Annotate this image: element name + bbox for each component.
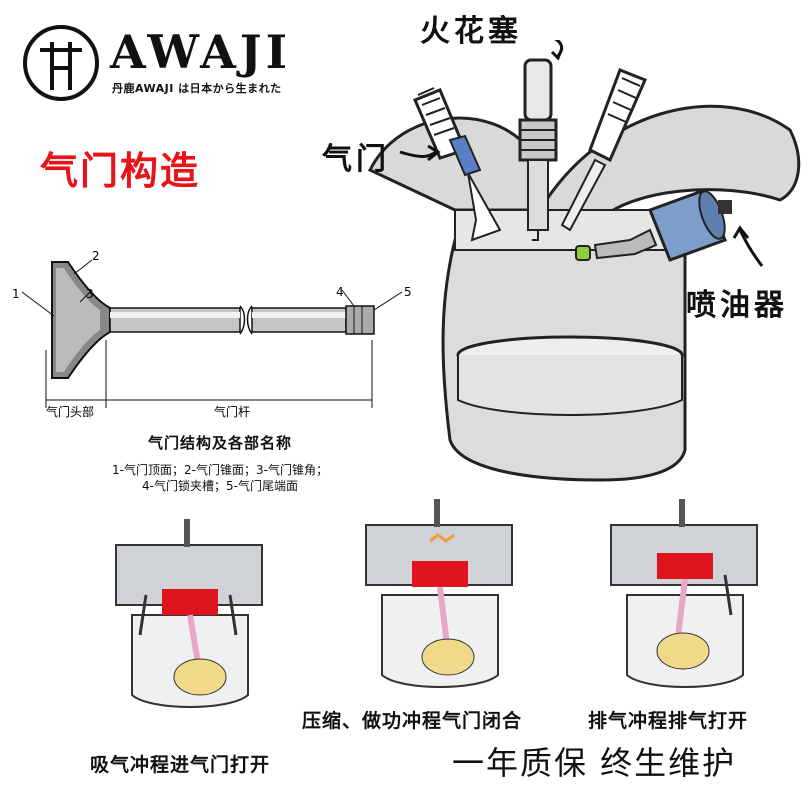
exhaust-valve-icon bbox=[560, 68, 647, 232]
intake-valve-icon bbox=[413, 87, 502, 242]
injector-label: 喷油器 bbox=[686, 288, 788, 323]
compression-power-stroke-caption: 压缩、做功冲程气门闭合 bbox=[302, 710, 523, 732]
intake-stroke-caption: 吸气冲程进气门打开 bbox=[90, 754, 271, 776]
part-number-3: 3 bbox=[86, 287, 94, 301]
warranty-slogan: 一年质保 终生维护 bbox=[452, 744, 737, 782]
part-number-4: 4 bbox=[336, 285, 344, 299]
brand-tagline: 丹鹿AWAJI は日本から生まれた bbox=[112, 82, 282, 95]
dimension-label-stem: 气门杆 bbox=[214, 404, 250, 419]
exhaust-stroke-caption: 排气冲程排气打开 bbox=[588, 710, 749, 732]
valve-legend-line-1: 1-气门顶面；2-气门锥面；3-气门锥角； bbox=[112, 463, 328, 477]
valve-legend-line-2: 4-气门锁夹槽；5-气门尾端面 bbox=[142, 479, 298, 493]
valve-technical-drawing: 1 2 3 4 5 气门头部 气门杆 bbox=[12, 249, 412, 419]
compression-power-stroke-diagram bbox=[365, 499, 513, 688]
brand-logo-icon bbox=[23, 25, 99, 101]
dimension-label-head: 气门头部 bbox=[46, 404, 94, 419]
page-title: 气门构造 bbox=[40, 149, 201, 193]
valve-label: 气门 bbox=[322, 142, 390, 177]
spark-plug-label: 火花塞 bbox=[420, 14, 522, 49]
intake-stroke-diagram bbox=[115, 519, 263, 708]
valve-diagram-title: 气门结构及各部名称 bbox=[147, 434, 292, 452]
engine-cross-section-illustration bbox=[367, 40, 801, 482]
part-number-2: 2 bbox=[92, 249, 100, 263]
spark-plug-icon bbox=[518, 58, 558, 241]
brand-name: AWAJI bbox=[110, 25, 292, 79]
exhaust-stroke-diagram bbox=[610, 499, 758, 688]
part-number-5: 5 bbox=[404, 285, 412, 299]
part-number-1: 1 bbox=[12, 287, 20, 301]
fuel-injector-icon bbox=[575, 188, 732, 262]
